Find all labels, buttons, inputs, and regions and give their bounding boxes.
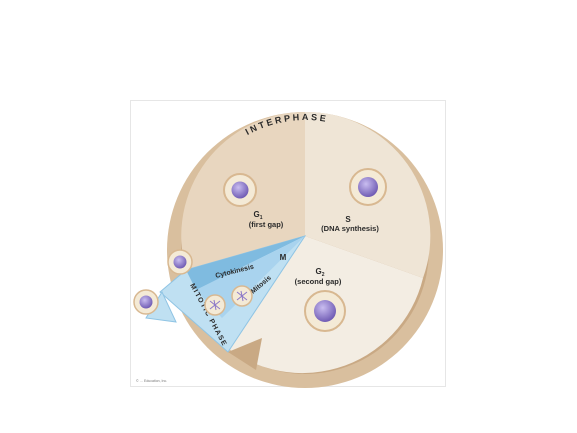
g1-subscript: 1 (260, 215, 263, 221)
cycle-arrow (228, 338, 262, 370)
g2-label: G2 (315, 267, 324, 278)
g1-cell (223, 173, 257, 207)
m-label: M (280, 253, 287, 262)
credit-text: © … Education, Inc. (136, 379, 167, 383)
g1-name: (first gap) (249, 220, 284, 229)
daughter-cell-bottom (133, 289, 159, 315)
daughter-cell-top (167, 249, 193, 275)
g1-label: G1 (253, 210, 262, 221)
g1-symbol: G (253, 210, 259, 219)
mitosis-cell-2 (231, 285, 253, 307)
mitosis-wedge (196, 236, 305, 318)
mitosis-cell-1 (204, 294, 226, 316)
s-name: (DNA synthesis) (321, 224, 379, 233)
g2-subscript: 2 (322, 272, 325, 278)
g2-cell (304, 290, 346, 332)
g2-name: (second gap) (295, 277, 342, 286)
s-cell (349, 168, 387, 206)
g2-symbol: G (315, 267, 321, 276)
s-symbol: S (345, 215, 351, 224)
cytokinesis-wedge (186, 236, 305, 290)
